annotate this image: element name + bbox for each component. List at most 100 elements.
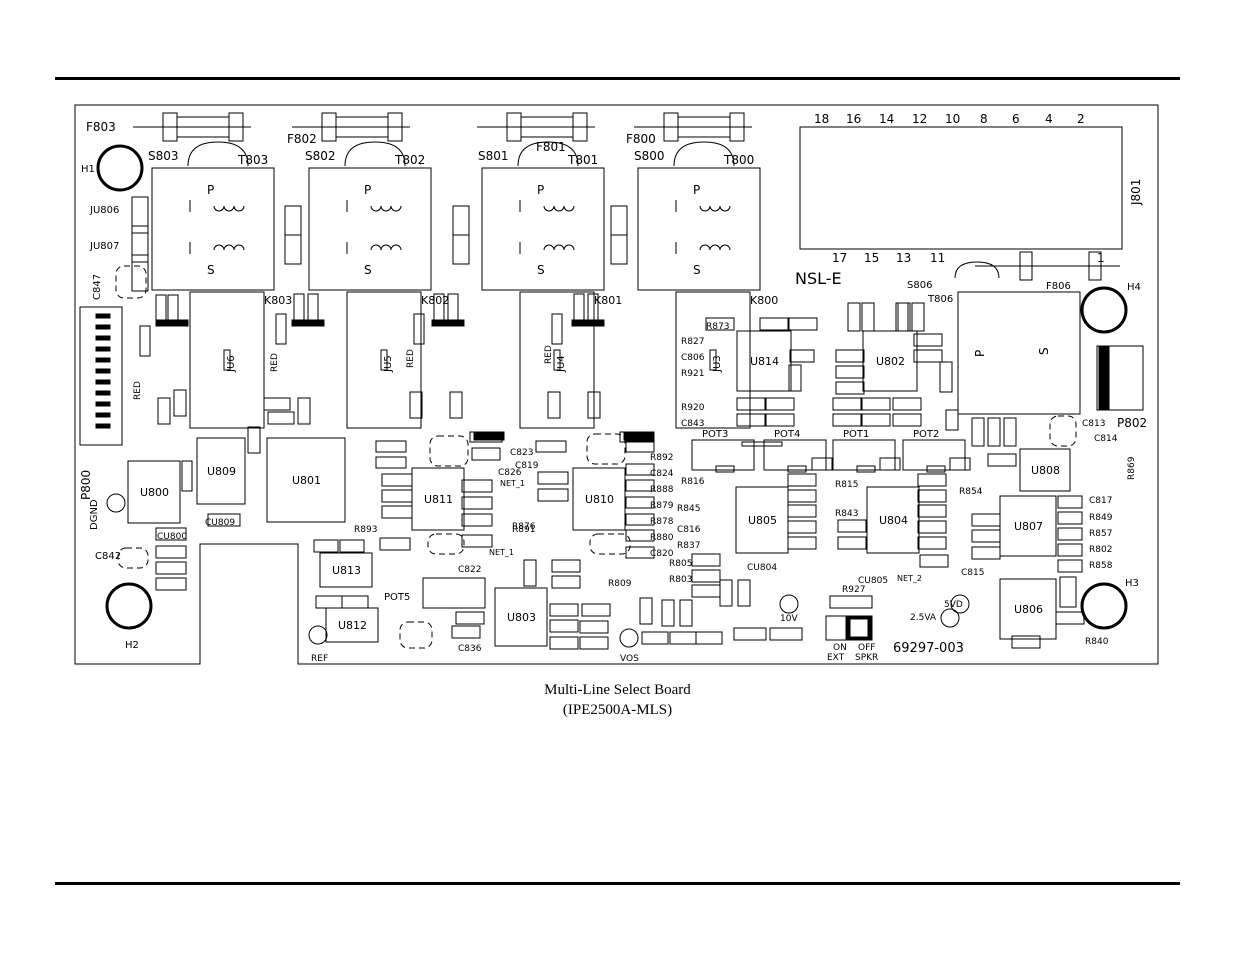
pot-wiper bbox=[856, 465, 876, 473]
component-pad bbox=[461, 496, 493, 510]
component-label: R879 bbox=[650, 501, 674, 511]
component-pad bbox=[173, 389, 187, 417]
fuse-label: F800 bbox=[626, 132, 656, 146]
component-pad bbox=[917, 489, 947, 503]
coil bbox=[699, 205, 711, 212]
mounting-hole-h4 bbox=[1080, 286, 1128, 334]
pot-wiper bbox=[926, 465, 946, 473]
coil bbox=[390, 205, 402, 212]
ic-u806 bbox=[999, 578, 1057, 640]
connector-label: P800 bbox=[79, 470, 93, 500]
switch-label: EXT bbox=[827, 653, 845, 663]
component-pad bbox=[971, 546, 1001, 560]
connector-pin-number: 10 bbox=[945, 112, 960, 126]
transformer-secondary-mark: S bbox=[1037, 347, 1051, 355]
component-label: R827 bbox=[681, 337, 704, 347]
connector-label: P802 bbox=[1117, 416, 1147, 430]
component-pad bbox=[987, 453, 1017, 467]
test-point-label: DGND bbox=[89, 499, 100, 530]
pot-label: POT1 bbox=[843, 429, 869, 440]
component-pad bbox=[549, 619, 579, 633]
led-label: RED bbox=[270, 353, 280, 372]
relay-ic-label: JU4 bbox=[556, 355, 567, 373]
coil bbox=[543, 244, 555, 251]
test-point-label: 2.5VA bbox=[910, 613, 937, 623]
component-pad bbox=[551, 575, 581, 589]
component-pad bbox=[835, 365, 865, 379]
component-pad bbox=[787, 489, 817, 503]
diode-body bbox=[571, 319, 605, 327]
fuse-label: F801 bbox=[536, 140, 566, 154]
net-label: NET_1 bbox=[489, 548, 514, 557]
component-pad bbox=[737, 579, 751, 607]
diode-body bbox=[623, 431, 655, 441]
component-pad bbox=[587, 391, 601, 419]
component-pad bbox=[741, 441, 783, 447]
test-point-label: 5VD bbox=[944, 600, 963, 610]
ic-label: U802 bbox=[876, 355, 905, 368]
component-pad bbox=[579, 620, 609, 634]
component-pad bbox=[847, 302, 861, 332]
component-pad bbox=[917, 536, 947, 550]
connector-pin-number: 1 bbox=[1097, 251, 1105, 265]
component-pad bbox=[789, 349, 815, 363]
component-pad bbox=[987, 417, 1001, 447]
component-pad bbox=[579, 636, 609, 650]
capacitor-outline bbox=[399, 621, 433, 649]
component-label: CU805 bbox=[858, 576, 888, 586]
component-pad bbox=[837, 536, 867, 550]
bottom-rule bbox=[55, 882, 1180, 885]
transformer-label: T802 bbox=[394, 153, 425, 167]
test-point bbox=[308, 625, 328, 645]
component-pad bbox=[788, 364, 802, 392]
board-part-number: 69297-003 bbox=[893, 641, 964, 656]
coil bbox=[553, 244, 565, 251]
component-pad bbox=[1057, 559, 1083, 573]
component-label: C824 bbox=[650, 469, 674, 479]
transformer-primary-mark: P bbox=[364, 183, 371, 197]
component-pad bbox=[736, 413, 766, 427]
switch-label: ON bbox=[833, 643, 847, 653]
coil bbox=[553, 205, 565, 212]
component-pad bbox=[861, 302, 875, 332]
component-pad bbox=[549, 603, 579, 617]
potentiometer bbox=[902, 439, 966, 471]
capacitor-p802 bbox=[1096, 345, 1144, 411]
coil bbox=[563, 205, 575, 212]
test-point bbox=[106, 493, 126, 513]
component-pad bbox=[315, 595, 343, 609]
component-label: C817 bbox=[1089, 496, 1112, 506]
component-pad bbox=[1057, 527, 1083, 541]
connector-pin-number: 12 bbox=[912, 112, 927, 126]
coil bbox=[233, 205, 245, 212]
component-pad bbox=[1055, 611, 1085, 625]
component-pad bbox=[381, 505, 413, 519]
component-label: R878 bbox=[650, 517, 674, 527]
led-label: RED bbox=[133, 381, 143, 400]
transformer-t801 bbox=[481, 167, 605, 291]
component-label: C843 bbox=[681, 419, 704, 429]
component-pad bbox=[461, 534, 493, 548]
component-label: R920 bbox=[681, 403, 705, 413]
transformer-label: T801 bbox=[567, 153, 598, 167]
transformer-t802 bbox=[308, 167, 432, 291]
component-pad bbox=[341, 595, 369, 609]
component-pad bbox=[461, 513, 493, 527]
component-pad bbox=[263, 397, 291, 411]
component-pad bbox=[919, 554, 949, 568]
capacitor-outline bbox=[429, 435, 469, 467]
transformer-label: T806 bbox=[927, 294, 953, 305]
transformer-secondary-mark: S bbox=[693, 263, 701, 277]
component-pad bbox=[275, 313, 287, 345]
diode-body bbox=[291, 319, 325, 327]
component-label: R876 bbox=[512, 522, 536, 532]
component-pad bbox=[939, 361, 953, 393]
component-pad bbox=[625, 529, 655, 542]
component-label: C814 bbox=[1094, 434, 1118, 444]
component-pad bbox=[625, 496, 655, 509]
relay-pin bbox=[553, 349, 561, 371]
mounting-hole-h2 bbox=[105, 582, 153, 630]
component-pad bbox=[381, 473, 413, 487]
relay-k800 bbox=[675, 291, 751, 429]
component-label: C836 bbox=[458, 644, 482, 654]
